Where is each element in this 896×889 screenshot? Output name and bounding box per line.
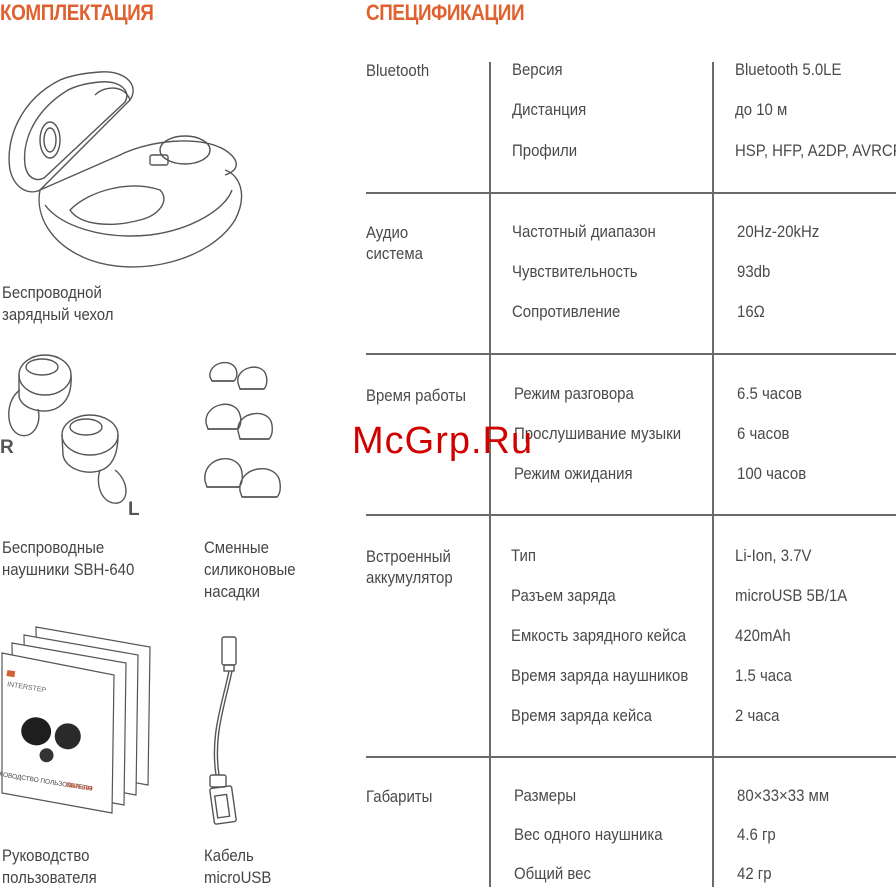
manual-caption-line-2: пользователя [2, 868, 97, 887]
spec-row-name: Разъем заряда [511, 586, 616, 605]
left-earbud-mark: L [128, 499, 140, 520]
section-label-line: Аудио [366, 223, 409, 242]
section-divider [366, 353, 896, 355]
column-rule [489, 757, 491, 887]
spec-row-name: Режим ожидания [514, 464, 633, 483]
column-rule [712, 193, 714, 353]
section-divider [366, 514, 896, 516]
spec-row-name: Емкость зарядного кейса [511, 626, 687, 645]
microusb-cable-image [209, 636, 237, 825]
earbuds-image [8, 354, 127, 504]
tips-caption-line-1: Сменные [204, 538, 270, 557]
spec-row-name: Общий вес [514, 864, 591, 883]
column-rule [712, 354, 714, 514]
spec-section-label-audio: Аудио система [366, 222, 423, 264]
section-label-line: Встроенный [366, 547, 451, 566]
spec-row-name: Время заряда наушников [511, 666, 689, 685]
spec-row-value: 6.5 часов [737, 384, 802, 403]
watermark: McGrp.Ru [352, 420, 534, 462]
column-rule [489, 354, 491, 514]
case-caption-line-2: зарядный чехол [2, 305, 114, 324]
spec-row-value: 420mAh [735, 626, 791, 645]
spec-row-name: Частотный диапазон [512, 222, 656, 241]
earbuds-caption-line-2: наушники SBH-640 [2, 560, 135, 579]
column-rule [489, 515, 491, 756]
case-caption: Беспроводной зарядный чехол [2, 282, 114, 326]
column-rule [489, 62, 491, 192]
tips-caption-line-3: насадки [204, 582, 261, 601]
spec-row-name: Дистанция [512, 100, 587, 119]
spec-row-name: Версия [512, 60, 563, 79]
section-divider [366, 192, 896, 194]
section-divider [366, 756, 896, 758]
column-rule [712, 515, 714, 756]
spec-row-name: Режим разговора [514, 384, 634, 403]
charging-case-image [8, 71, 243, 268]
manual-caption: Руководство пользователя [2, 845, 97, 889]
spec-row-value: 100 часов [737, 464, 807, 483]
spec-row-value: Bluetooth 5.0LE [735, 60, 842, 79]
column-rule [712, 757, 714, 887]
spec-section-label-battery: Встроенный аккумулятор [366, 546, 453, 588]
spec-row-value: 2 часа [735, 706, 780, 725]
spec-row-name: Тип [511, 546, 536, 565]
spec-row-name: Время заряда кейса [511, 706, 652, 725]
spec-row-name: Сопротивление [512, 302, 621, 321]
spec-row-name: Прослушивание музыки [514, 424, 682, 443]
cable-caption-line-2: microUSB [204, 868, 272, 887]
section-label-line: система [366, 244, 423, 263]
specs-heading: СПЕЦИФИКАЦИИ [366, 0, 525, 25]
spec-row-value: 6 часов [737, 424, 790, 443]
spec-row-value: microUSB 5B/1A [735, 586, 848, 605]
ear-tips-image [204, 361, 281, 498]
earbuds-caption: Беспроводные наушники SBH-640 [2, 537, 134, 581]
kit-heading: КОМПЛЕКТАЦИЯ [0, 0, 154, 25]
cable-caption-line-1: Кабель [204, 846, 254, 865]
case-caption-line-1: Беспроводной [2, 283, 102, 302]
cable-caption: Кабель microUSB [204, 845, 271, 889]
spec-section-label-dimensions: Габариты [366, 787, 433, 806]
spec-row-value: HSP, HFP, A2DP, AVRCP [735, 141, 896, 160]
tips-caption: Сменные силиконовые насадки [204, 537, 296, 603]
spec-row-name: Вес одного наушника [514, 825, 663, 844]
spec-row-value: 4.6 гр [737, 825, 776, 844]
earbuds-caption-line-1: Беспроводные [2, 538, 105, 557]
manual-booklet-image: INTERSTEP РУКОВОДСТВО ПОЛЬЗОВАТЕЛЯ SBH-6… [0, 626, 151, 814]
section-label-line: аккумулятор [366, 568, 453, 587]
spec-row-name: Размеры [514, 786, 577, 805]
spec-row-value: 93db [737, 262, 771, 281]
spec-row-value: 80×33×33 мм [737, 786, 830, 805]
booklet-model: SBH-640 [66, 782, 94, 793]
spec-section-label-bluetooth: Bluetooth [366, 61, 430, 80]
spec-row-value: 16Ω [737, 302, 765, 321]
column-rule [489, 193, 491, 353]
column-rule [712, 62, 714, 192]
spec-row-value: Li-Ion, 3.7V [735, 546, 812, 565]
right-earbud-mark: R [0, 437, 14, 458]
spec-row-value: 1.5 часа [735, 666, 792, 685]
tips-caption-line-2: силиконовые [204, 560, 296, 579]
spec-row-name: Профили [512, 141, 578, 160]
spec-row-value: 20Hz-20kHz [737, 222, 820, 241]
spec-row-value: 42 гр [737, 864, 772, 883]
spec-row-value: до 10 м [735, 100, 788, 119]
spec-row-name: Чувствительность [512, 262, 638, 281]
manual-caption-line-1: Руководство [2, 846, 90, 865]
spec-section-label-operating-time: Время работы [366, 386, 466, 405]
